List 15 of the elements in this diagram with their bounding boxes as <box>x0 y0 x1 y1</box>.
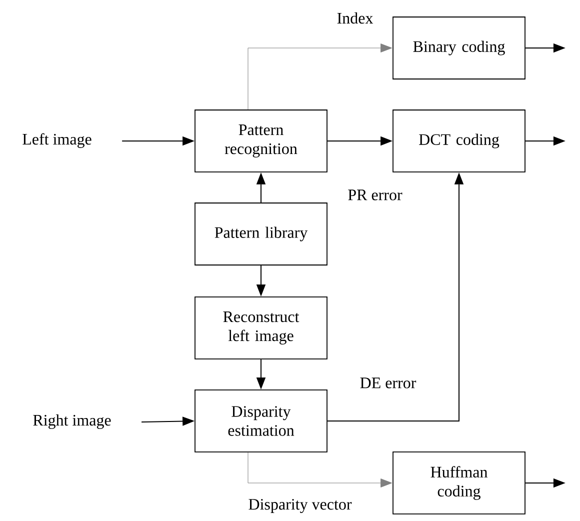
process-box: DCT coding <box>392 110 526 172</box>
process-box: Binary coding <box>392 16 526 80</box>
edge-label: Index <box>336 11 374 25</box>
process-box: Huffman coding <box>392 452 526 514</box>
input-label: Left image <box>22 133 92 148</box>
process-box: Disparity estimation <box>194 390 328 452</box>
process-box: Pattern library <box>194 202 328 266</box>
edge-label: PR error <box>346 188 404 202</box>
arrow <box>248 452 392 488</box>
process-box: Reconstruct left image <box>194 296 328 360</box>
edge-label: DE error <box>358 376 418 390</box>
edge-label: Disparity vector <box>247 498 353 514</box>
input-label: Right image <box>33 414 111 429</box>
arrow <box>248 44 392 110</box>
process-box: Pattern recognition <box>194 110 328 172</box>
